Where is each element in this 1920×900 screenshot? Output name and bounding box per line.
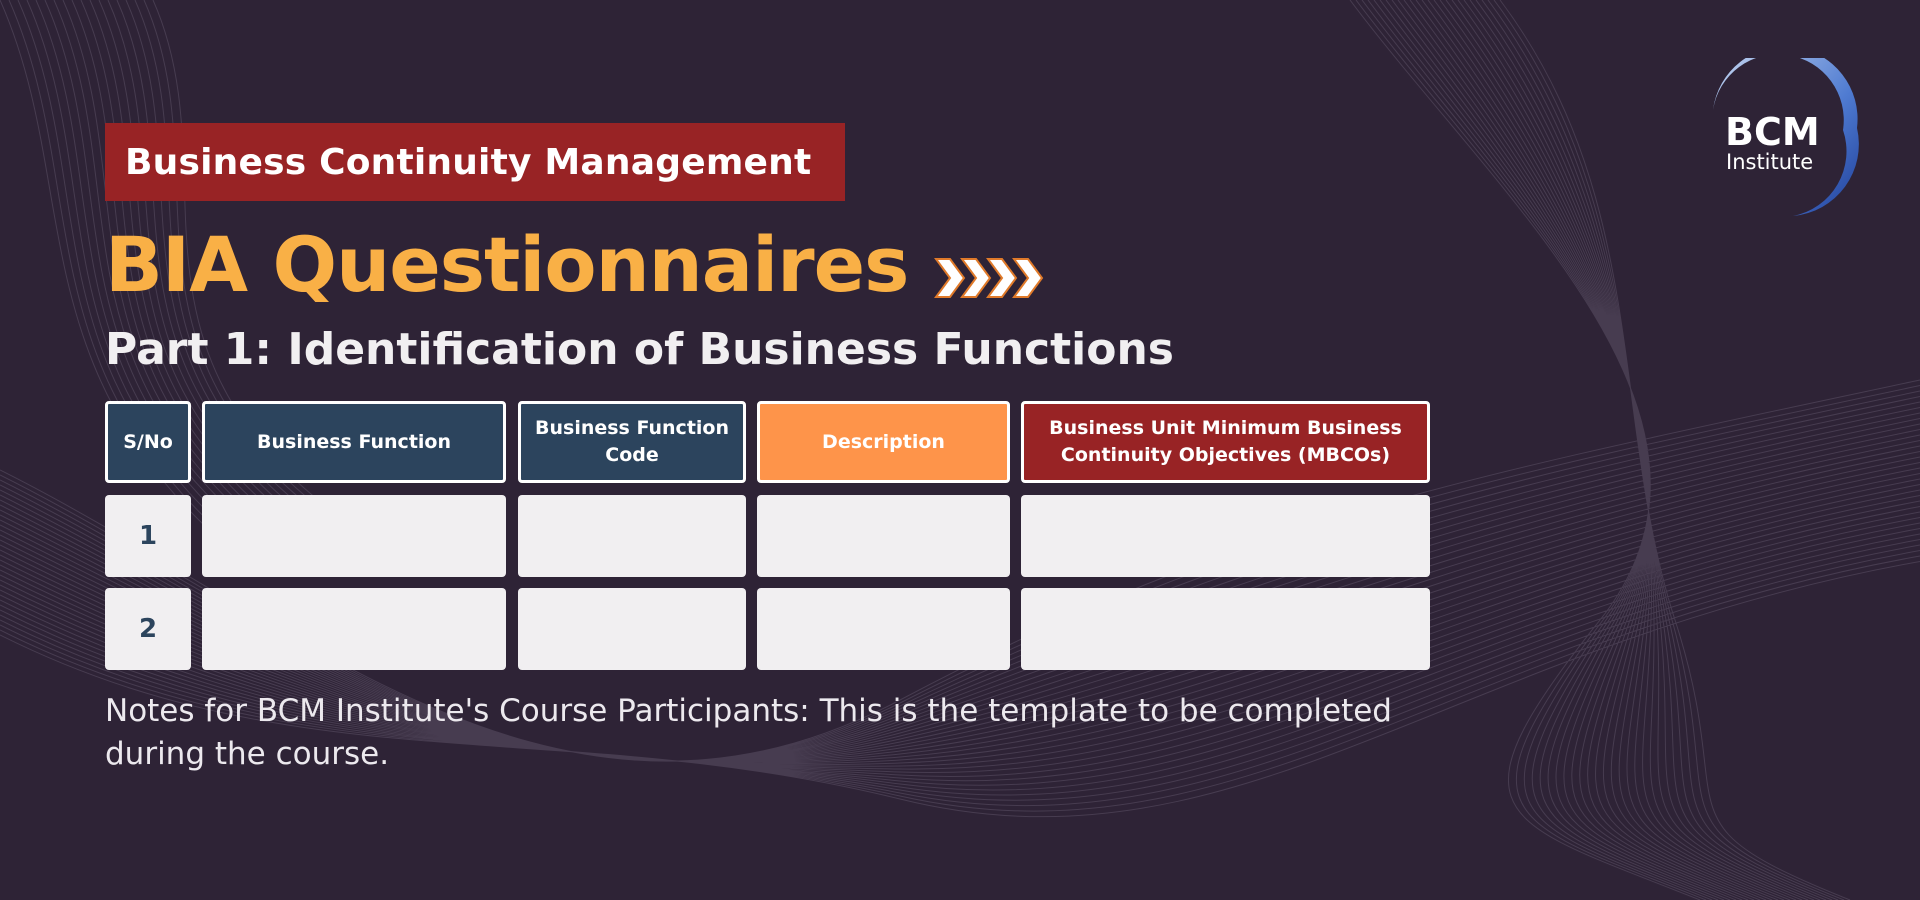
logo-text-institute: Institute — [1726, 150, 1813, 174]
row-1-description-cell[interactable] — [757, 495, 1010, 577]
row-1-business-function-code-cell[interactable] — [518, 495, 746, 577]
header-mbcos: Business Unit Minimum Business Continuit… — [1021, 401, 1430, 483]
header-business-function: Business Function — [202, 401, 506, 483]
row-2-description-cell[interactable] — [757, 588, 1010, 670]
row-2-business-function-code-cell[interactable] — [518, 588, 746, 670]
header-business-function-code: Business Function Code — [518, 401, 746, 483]
page-title: BIA Questionnaires — [105, 220, 909, 309]
row-1-business-function-cell[interactable] — [202, 495, 506, 577]
row-2-business-function-cell[interactable] — [202, 588, 506, 670]
page-subtitle: Part 1: Identification of Business Funct… — [105, 324, 1174, 375]
row-1-sno: 1 — [105, 495, 191, 577]
row-2-mbcos-cell[interactable] — [1021, 588, 1430, 670]
bcm-institute-logo: BCM Institute — [1713, 58, 1859, 216]
header-sno: S/No — [105, 401, 191, 483]
banner-label: Business Continuity Management — [125, 141, 812, 183]
course-notes: Notes for BCM Institute's Course Partici… — [105, 693, 1392, 772]
header-description: Description — [757, 401, 1010, 483]
chevron-arrows-icon — [934, 258, 1044, 298]
row-2-sno: 2 — [105, 588, 191, 670]
section-banner: Business Continuity Management — [105, 123, 845, 201]
row-1-mbcos-cell[interactable] — [1021, 495, 1430, 577]
logo-text-bcm: BCM — [1725, 110, 1820, 154]
